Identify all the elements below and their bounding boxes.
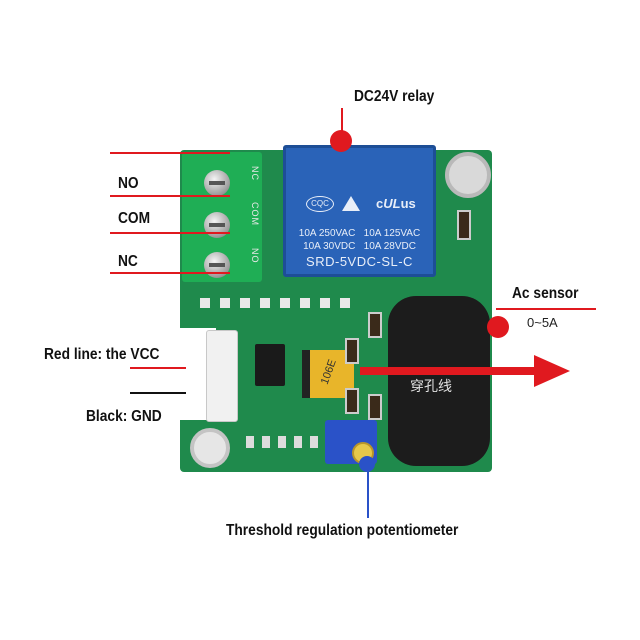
relay-model: SRD-5VDC-SL-C — [306, 254, 413, 269]
current-direction-arrow-icon — [360, 367, 538, 375]
no-callout-line — [110, 152, 230, 154]
vcc-callout-line — [130, 367, 186, 369]
ul-logo-icon: cULus — [376, 196, 416, 211]
screw-terminal-no[interactable] — [204, 170, 230, 196]
ac-current-sensor: 穿孔线 — [388, 296, 490, 466]
terminal-block: NC COM NO — [182, 152, 262, 282]
relay-rating-2a: 10A 30VDC — [303, 241, 356, 252]
relay-rating-2b: 10A 28VDC — [363, 241, 416, 252]
nc-label: NC — [118, 253, 138, 270]
potentiometer-label: Threshold regulation potentiometer — [226, 522, 459, 539]
ac-sensor-label: Ac sensor — [512, 285, 579, 302]
wire-connector — [206, 330, 238, 422]
potentiometer-callout-dot — [359, 456, 375, 472]
sensor-label: 穿孔线 — [410, 379, 452, 395]
black-gnd-label: Black: GND — [86, 408, 162, 425]
terminal-mark-no: NO — [250, 248, 260, 264]
relay-rating-1b: 10A 125VAC — [363, 228, 421, 239]
terminal-mark-com: COM — [250, 202, 260, 226]
screw-terminal-nc[interactable] — [204, 252, 230, 278]
resistor — [457, 210, 471, 240]
terminal-mark-nc: NC — [250, 166, 260, 181]
potentiometer-callout-line — [367, 466, 369, 518]
warning-triangle-icon — [342, 196, 360, 211]
ac-sensor-callout-dot — [487, 316, 509, 338]
com-label: COM — [118, 210, 151, 227]
no-label: NO — [118, 175, 139, 192]
relay-label: DC24V relay — [354, 88, 435, 105]
com-callout-line — [110, 195, 230, 197]
resistor — [345, 388, 359, 414]
ac-sensor-callout-line — [496, 308, 596, 310]
nc-callout-line — [110, 232, 230, 234]
relay-callout-dot — [330, 130, 352, 152]
relay: CQC cULus 10A 250VAC 10A 125VAC 10A 30VD… — [283, 145, 436, 277]
resistor — [368, 394, 382, 420]
header-pins — [200, 298, 360, 308]
relay-callout-line — [341, 108, 343, 142]
arrow-head-icon — [534, 355, 570, 387]
cqc-logo-icon: CQC — [306, 196, 334, 212]
screw-terminal-com[interactable] — [204, 212, 230, 238]
capacitor-label: 106E — [318, 357, 339, 387]
mounting-hole — [445, 152, 491, 198]
relay-rating-1a: 10A 250VAC — [298, 228, 356, 239]
smd-row — [246, 436, 326, 448]
ic-chip — [255, 344, 285, 386]
red-line-label: Red line: the VCC — [44, 346, 160, 363]
resistor — [345, 338, 359, 364]
resistor — [368, 312, 382, 338]
gnd-callout-line — [130, 392, 186, 394]
mounting-hole — [190, 428, 230, 468]
ac-sensor-range: 0~5A — [527, 315, 558, 330]
nc-bottom-line — [110, 272, 230, 274]
